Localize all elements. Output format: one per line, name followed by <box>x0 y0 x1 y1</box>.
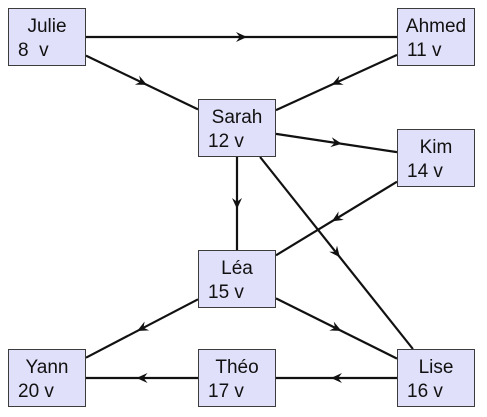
node-ahmed: Ahmed 11 v <box>397 8 475 66</box>
node-value: 15 v <box>208 282 244 303</box>
node-lise: Lise 16 v <box>397 349 475 407</box>
arrowhead-theo-yann <box>136 373 148 383</box>
arrowhead-sarah-lea <box>232 198 242 209</box>
node-name: Théo <box>215 357 259 378</box>
arrowhead-lise-theo <box>331 373 342 383</box>
node-name: Yann <box>25 357 69 378</box>
node-name: Sarah <box>211 107 263 128</box>
node-yann: Yann 20 v <box>8 349 86 407</box>
node-name: Ahmed <box>405 16 467 37</box>
arrowhead-ahmed-sarah <box>331 75 344 85</box>
arrowhead-sarah-kim <box>330 137 342 148</box>
arrowhead-lea-yann <box>137 321 150 331</box>
node-value: 20 v <box>18 381 54 402</box>
arrowhead-julie-sarah <box>134 75 147 85</box>
node-julie: Julie 8 v <box>8 8 86 66</box>
node-value: 12 v <box>208 131 244 152</box>
node-value: 8 v <box>18 40 49 61</box>
arrowhead-kim-lea <box>331 211 344 222</box>
node-value: 16 v <box>407 381 443 402</box>
node-name: Kim <box>419 137 453 158</box>
arrowhead-sarah-lise <box>329 245 340 258</box>
arrowhead-julie-ahmed <box>236 32 247 42</box>
node-value: 14 v <box>407 161 443 182</box>
node-kim: Kim 14 v <box>397 129 475 187</box>
node-sarah: Sarah 12 v <box>198 99 276 157</box>
arrowhead-lea-lise <box>329 321 342 331</box>
node-lea: Léa 15 v <box>198 250 276 308</box>
node-name: Lise <box>418 357 454 378</box>
node-name: Julie <box>27 16 67 37</box>
node-theo: Théo 17 v <box>198 349 276 407</box>
node-value: 17 v <box>208 381 244 402</box>
node-name: Léa <box>221 258 253 279</box>
node-value: 11 v <box>407 40 442 61</box>
